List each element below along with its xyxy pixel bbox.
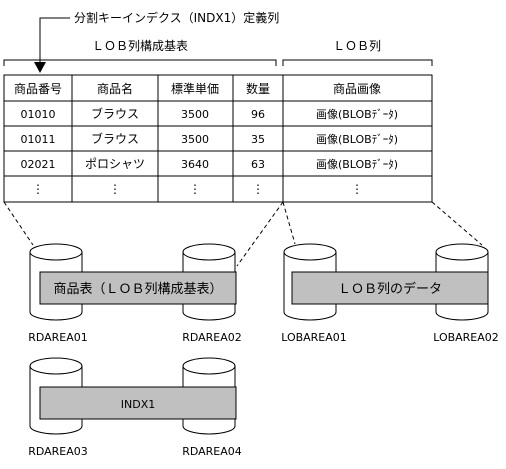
table-cell: 63 (251, 158, 265, 171)
index-column-callout: 分割キーインデクス（INDX1）定義列 (34, 10, 279, 73)
rdarea-label: RDAREA04 (182, 445, 242, 458)
product-table: 商品番号 商品名 標準単価 数量 商品画像 01010 ブラウス 3500 96… (3, 74, 433, 203)
rdarea-label: LOBAREA02 (433, 331, 499, 344)
table-cell: ブラウス (91, 131, 139, 146)
table-cell: 画像(BLOBﾃﾞｰﾀ) (316, 158, 398, 171)
table-cell: 02021 (21, 158, 56, 171)
rdarea-label: RDAREA01 (28, 331, 88, 344)
table-cell: ⋮ (109, 182, 121, 196)
table-cell: 画像(BLOBﾃﾞｰﾀ) (316, 108, 398, 121)
table-header: 数量 (246, 81, 270, 96)
table-header: 商品名 (97, 81, 133, 96)
table-header: 商品番号 (14, 81, 62, 96)
base-table-bracket: ＬＯＢ列構成基表 (3, 39, 277, 66)
table-cell: 画像(BLOBﾃﾞｰﾀ) (316, 133, 398, 146)
table-cell: 01010 (21, 108, 56, 121)
rdarea-label: RDAREA03 (28, 445, 88, 458)
arrow-head-icon (34, 62, 46, 73)
table-cell: 3500 (181, 133, 209, 146)
lob-data-box-label: ＬＯＢ列のデータ (338, 281, 442, 297)
table-cell: 96 (251, 108, 265, 121)
callout-line (39, 17, 70, 70)
base-table-label: ＬＯＢ列構成基表 (92, 39, 188, 53)
table-cell: ⋮ (32, 182, 44, 196)
table-cell: ⋮ (189, 182, 201, 196)
table-cell: ⋮ (351, 182, 363, 196)
table-cell: 3640 (181, 158, 209, 171)
lob-column-bracket: ＬＯＢ列 (282, 39, 433, 66)
table-cell: 3500 (181, 108, 209, 121)
table-cell: 01011 (21, 133, 56, 146)
table-header: 商品画像 (333, 81, 381, 96)
table-header: 標準単価 (171, 81, 219, 96)
base-table-box-label: 商品表（ＬＯＢ列構成基表） (53, 282, 222, 297)
lob-data-storage-box: ＬＯＢ列のデータ (291, 271, 489, 305)
table-cell: ⋮ (252, 182, 264, 196)
base-table-storage-box: 商品表（ＬＯＢ列構成基表） (39, 271, 237, 305)
lob-column-label: ＬＯＢ列 (333, 39, 381, 53)
index-box-label: INDX1 (121, 398, 155, 411)
projection-lines (3, 201, 483, 267)
rdarea-label: RDAREA02 (182, 331, 242, 344)
index-column-label: 分割キーインデクス（INDX1）定義列 (74, 10, 279, 25)
index-storage-box: INDX1 (39, 386, 237, 420)
rdarea-label: LOBAREA01 (281, 331, 347, 344)
table-cell: ポロシャツ (85, 157, 145, 171)
table-cell: ブラウス (91, 106, 139, 121)
table-cell: 35 (251, 133, 265, 146)
